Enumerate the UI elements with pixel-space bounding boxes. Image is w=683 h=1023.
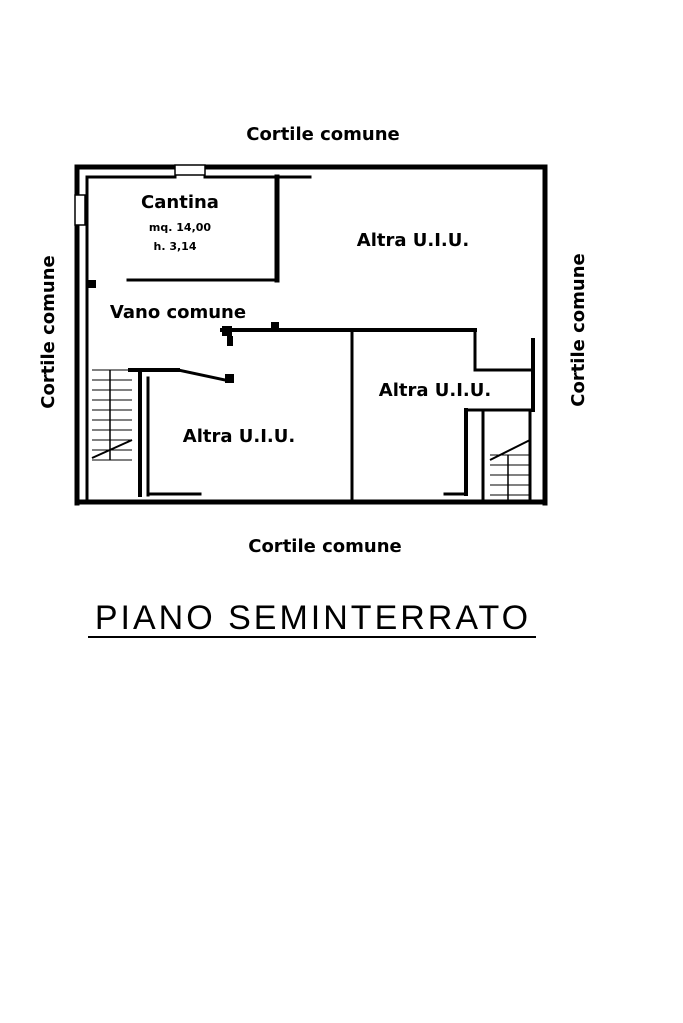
walls <box>74 164 548 506</box>
mid-wall-post-b <box>227 336 233 346</box>
window-left <box>74 194 86 226</box>
label-cellar-name: Cantina <box>141 192 219 213</box>
label-common-room: Vano comune <box>110 302 246 323</box>
mid-wall-post-c <box>271 322 279 330</box>
mid-wall-post-a <box>222 326 232 336</box>
label-unit-top-right: Altra U.I.U. <box>357 230 469 251</box>
plan-title: PIANO SEMINTERRATO <box>95 599 531 637</box>
label-cellar-height: h. 3,14 <box>154 240 197 253</box>
stairs-right <box>489 410 532 502</box>
label-courtyard-left: Cortile comune <box>38 255 59 409</box>
label-cellar-area: mq. 14,00 <box>149 221 211 234</box>
stairs-left <box>91 369 133 461</box>
label-courtyard-right: Cortile comune <box>568 253 589 407</box>
label-unit-bottom-left: Altra U.I.U. <box>183 426 295 447</box>
door-jamb-lower-left <box>225 374 234 383</box>
label-courtyard-top: Cortile comune <box>246 124 400 145</box>
door-swing-lower-left <box>176 368 227 382</box>
label-unit-middle-right: Altra U.I.U. <box>379 380 491 401</box>
label-courtyard-bottom: Cortile comune <box>248 536 402 557</box>
wall-stub-left <box>87 280 96 288</box>
window-top <box>174 164 206 176</box>
